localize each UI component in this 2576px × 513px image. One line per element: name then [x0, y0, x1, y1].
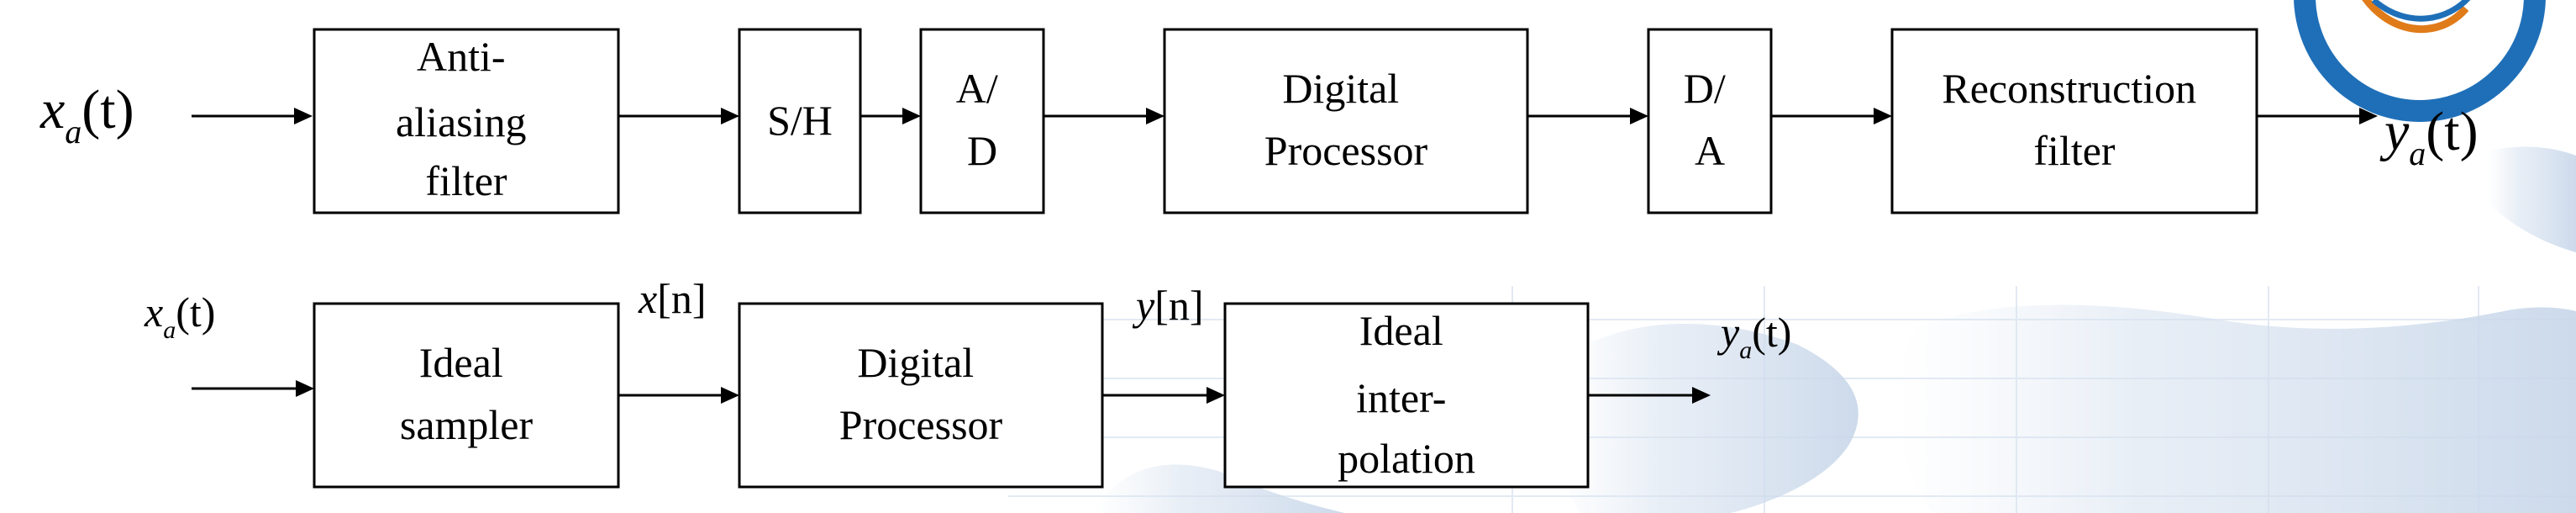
block-reconstruction-filter: Reconstruction filter: [1890, 28, 2258, 214]
map-continent-shape: [2487, 146, 2576, 252]
block-digital-processor: Digital Processor: [1163, 28, 1529, 214]
block-analog-to-digital: A/ D: [919, 28, 1045, 214]
row2-arrowhead: [1207, 387, 1225, 404]
row1-arrowhead: [902, 108, 921, 124]
logo-year: 1956: [2395, 61, 2444, 86]
block-digital-to-analog: D/ A: [1647, 28, 1773, 214]
row1-practical-system: xa(t) ya(t) Anti- aliasing filter: [39, 28, 2479, 214]
row2-arrowhead: [1692, 387, 1711, 404]
map-continent-shape: [1897, 304, 2576, 513]
row1-arrowhead: [1146, 108, 1164, 124]
row1-input-label: xa(t): [39, 79, 134, 151]
svg-text:Ideal sampler: Ideal sampler: [400, 339, 534, 448]
university-seal-logo: 1956: [2294, 0, 2576, 126]
svg-text:Digital Processor: Digital Processor: [1264, 65, 1428, 174]
row1-output-label: ya(t): [2379, 101, 2479, 172]
block-digital-processor-ideal: Digital Processor: [738, 302, 1104, 489]
row2-input-label: xa(t): [144, 288, 215, 344]
row2-ideal-model: xa(t) x[n] y[n] ya(t) Ideal sampler: [144, 275, 1791, 489]
row1-arrowhead: [1630, 108, 1648, 124]
row2-arrowhead: [721, 387, 739, 404]
row1-arrowhead: [2359, 108, 2378, 124]
svg-text:S/H: S/H: [767, 97, 833, 144]
row2-arrowhead: [296, 380, 314, 397]
row1-arrowhead: [1874, 108, 1892, 124]
map-continent-shape: [1552, 324, 1858, 513]
block-anti-aliasing-filter: Anti- aliasing filter: [313, 28, 620, 214]
row2-signal-label-x-n: x[n]: [638, 275, 707, 322]
row2-signal-label-y-n: y[n]: [1132, 282, 1204, 329]
svg-text:Reconstruction filter: Reconstruction filter: [1942, 65, 2206, 174]
block-sample-and-hold: S/H: [738, 28, 862, 214]
svg-text:D/ A: D/ A: [1684, 65, 1737, 174]
block-ideal-sampler: Ideal sampler: [313, 302, 620, 489]
svg-text:Ideal inter- p: Ideal inter- polation: [1338, 307, 1475, 482]
row1-arrowhead: [294, 108, 313, 124]
svg-text:A/ D: A/ D: [956, 65, 1009, 174]
row1-arrowhead: [721, 108, 739, 124]
svg-text:Anti- aliasing: Anti- aliasing filter: [396, 33, 537, 204]
map-continent-shape: [1092, 464, 1344, 513]
row2-output-label: ya(t): [1716, 309, 1791, 364]
block-ideal-interpolation: Ideal inter- polation: [1223, 302, 1590, 489]
svg-text:Digital Processor: Digital Processor: [839, 339, 1003, 448]
